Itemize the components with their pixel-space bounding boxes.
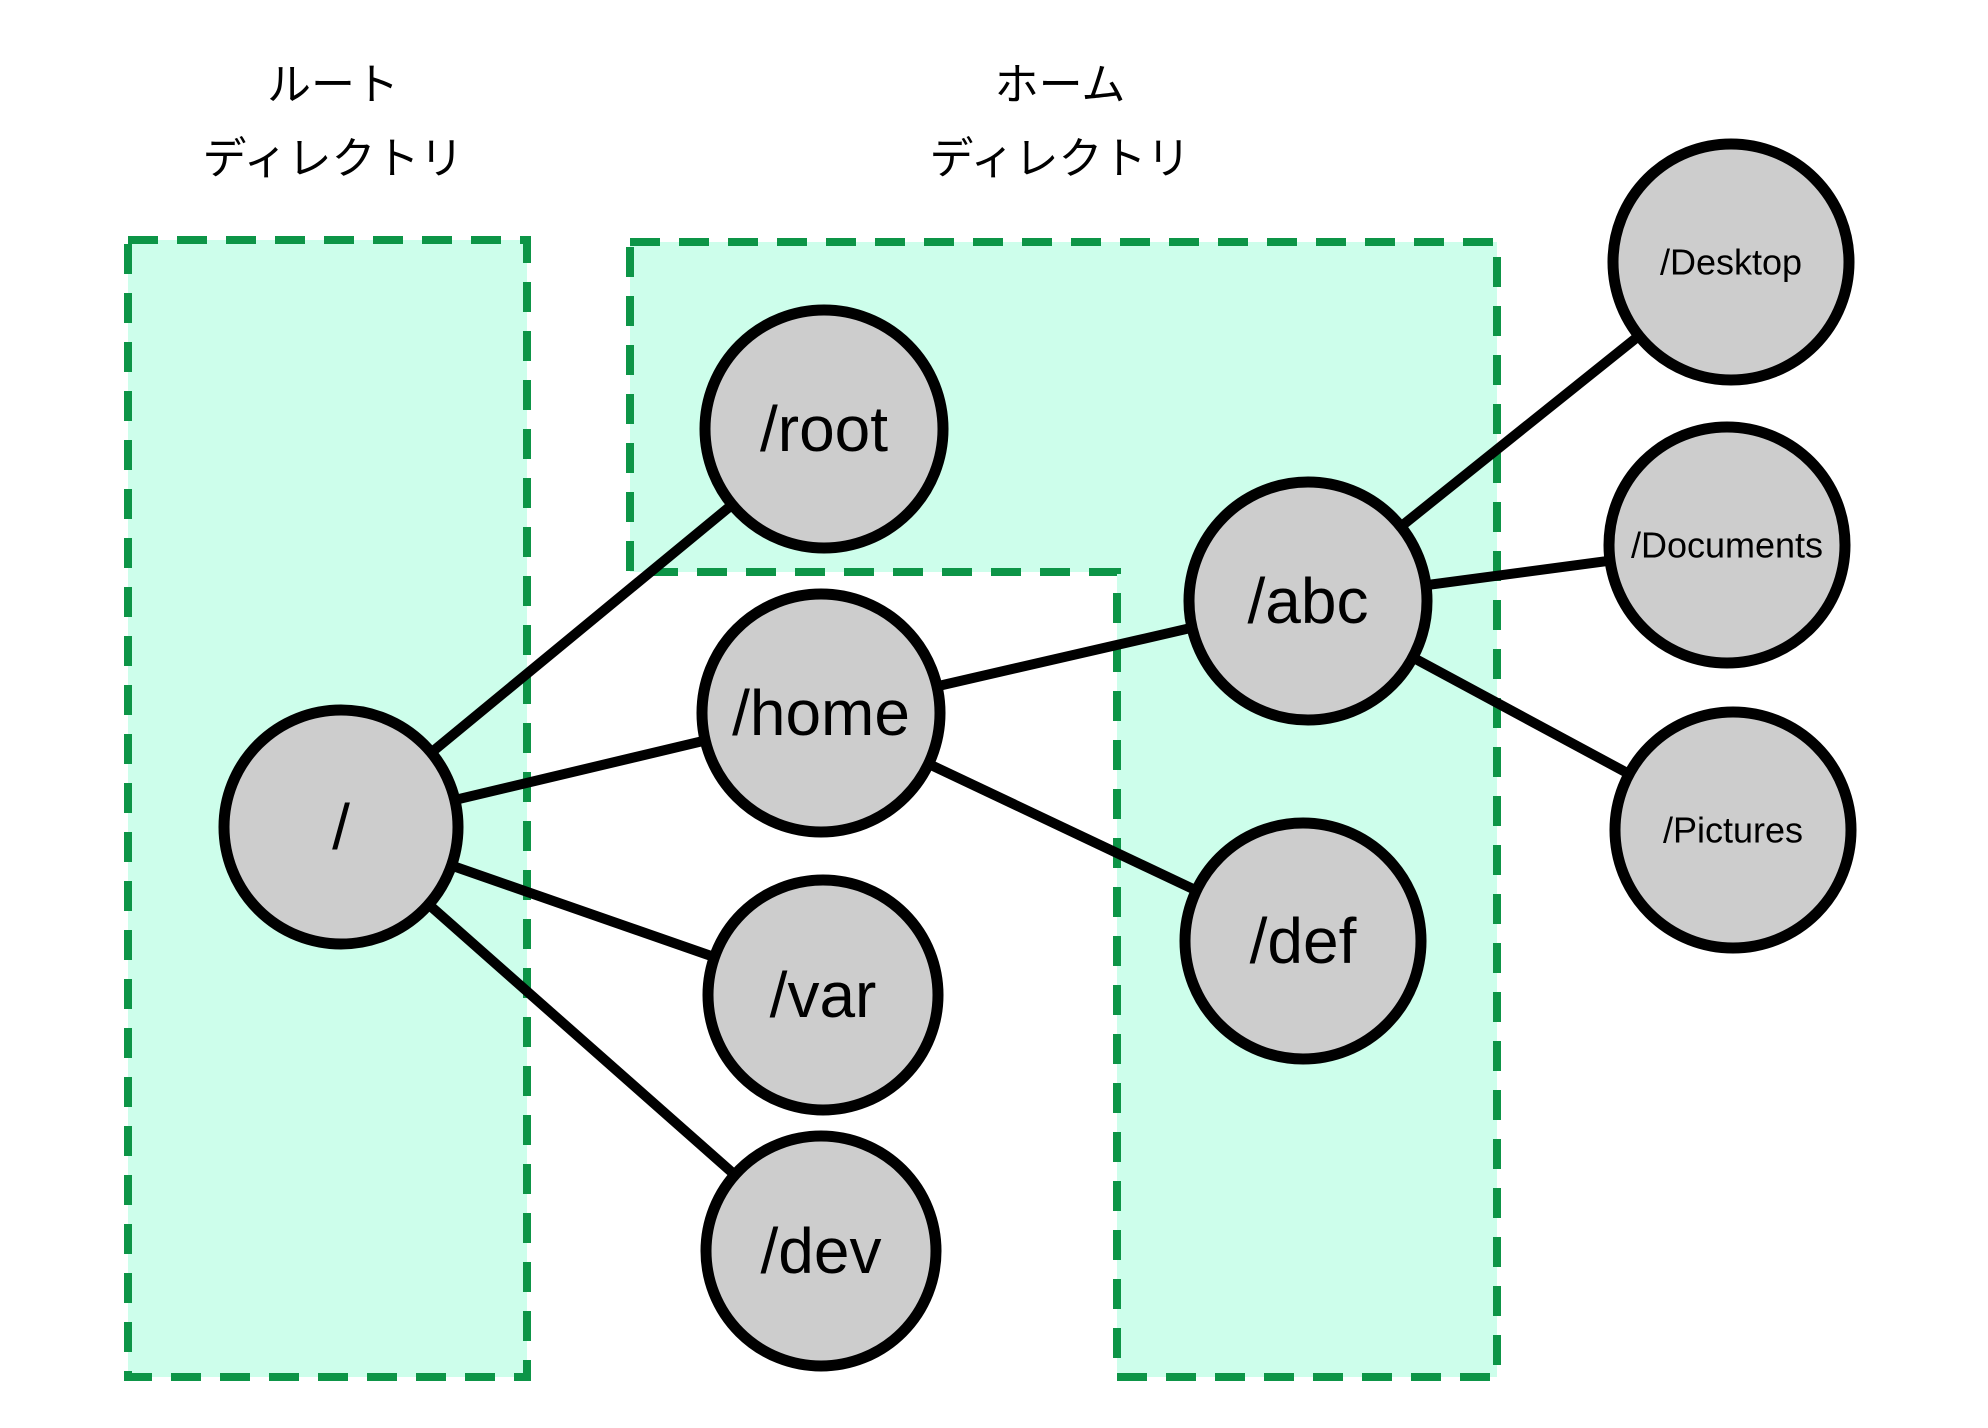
node-var-label: /var [770,959,877,1031]
node-root: /root [699,304,949,554]
home-directory-region-title-line: ホーム [995,61,1126,110]
node-documents: /Documents [1603,421,1851,669]
node-documents-circle [1603,421,1851,669]
node-home-label: /home [732,677,910,749]
node-home-circle [696,588,946,838]
node-var: /var [702,874,944,1116]
node-documents-label: /Documents [1631,525,1823,566]
node-dev-circle [700,1130,942,1372]
root-directory-region-title-line: ディレクトリ [203,135,464,184]
node-root-label: /root [760,393,888,465]
node-root-circle [699,304,949,554]
node-dev: /dev [700,1130,942,1372]
node-abc-label: /abc [1248,565,1369,637]
node-abc: /abc [1183,476,1433,726]
node-pictures-circle [1609,706,1857,954]
node-def-circle [1179,817,1427,1065]
node-desktop-circle [1607,138,1855,386]
home-directory-region-title-line: ディレクトリ [930,135,1191,184]
node-var-circle [702,874,944,1116]
node-desktop: /Desktop [1607,138,1855,386]
node-dev-label: /dev [761,1215,882,1287]
node-slash: / [218,704,464,950]
node-home: /home [696,588,946,838]
node-slash-circle [218,704,464,950]
node-pictures-label: /Pictures [1663,810,1803,851]
tree-nodes: / /root/home/var/dev/abc/def/Desktop/Docu… [218,138,1857,1372]
node-slash-label: / [332,791,350,863]
node-def-label: /def [1250,905,1357,977]
root-directory-region-title-line: ルート [267,61,399,110]
node-def: /def [1179,817,1427,1065]
node-desktop-label: /Desktop [1660,242,1802,283]
node-pictures: /Pictures [1609,706,1857,954]
node-abc-circle [1183,476,1433,726]
